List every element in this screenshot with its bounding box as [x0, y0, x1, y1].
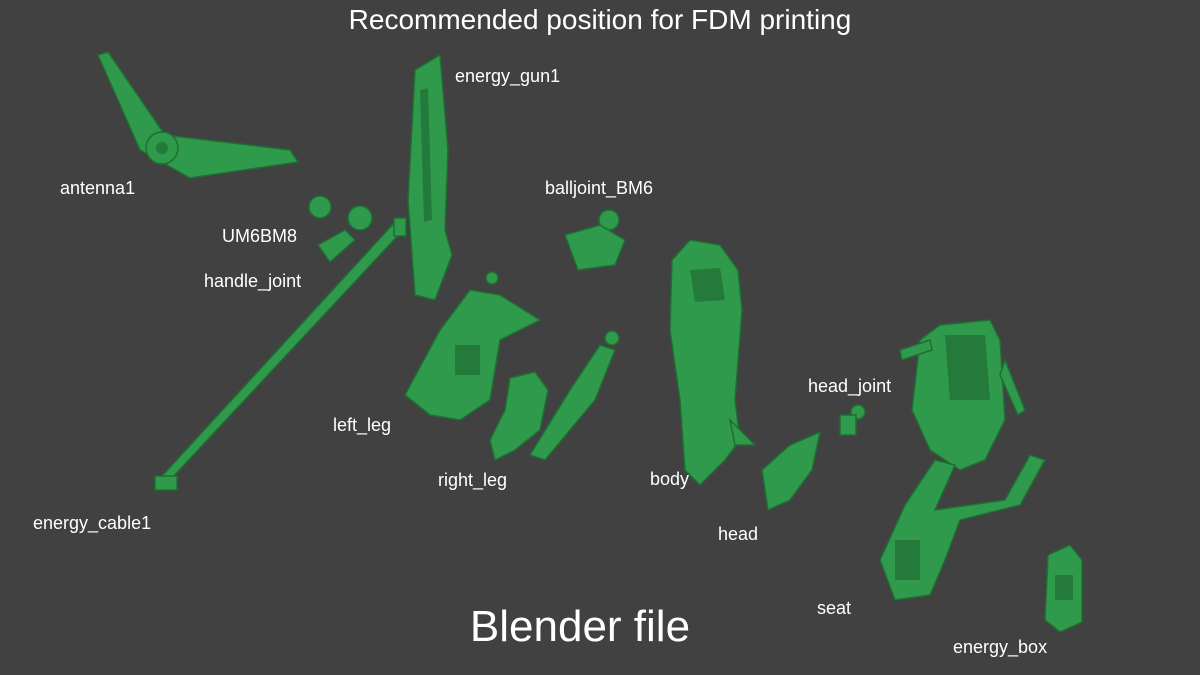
label-balljoint-bm6: balljoint_BM6	[545, 178, 654, 198]
label-head-joint: head_joint	[808, 376, 892, 396]
part-body	[669, 239, 757, 487]
label-energy-gun1: energy_gun1	[455, 66, 561, 86]
part-energy-cable1	[154, 217, 407, 491]
label-handle-joint: handle_joint	[204, 271, 302, 291]
part-left-leg	[404, 271, 542, 421]
label-energy-box: energy_box	[953, 637, 1048, 657]
part-energy-gun1	[407, 53, 453, 301]
part-seat	[879, 319, 1047, 601]
part-energy-box	[1044, 544, 1083, 633]
footer-caption: Blender file	[469, 602, 691, 651]
label-seat: seat	[817, 598, 852, 618]
label-um6bm8: UM6BM8	[222, 226, 298, 246]
part-balljoint-bm6	[564, 209, 626, 271]
part-right-leg	[489, 330, 620, 462]
label-energy-cable1: energy_cable1	[33, 513, 152, 533]
part-head	[761, 430, 822, 512]
label-body: body	[650, 469, 690, 489]
part-head-joint	[839, 404, 866, 436]
label-antenna1: antenna1	[60, 178, 136, 198]
label-left-leg: left_leg	[333, 415, 392, 435]
label-right-leg: right_leg	[438, 470, 508, 490]
part-antenna1	[96, 51, 300, 179]
page-title: Recommended position for FDM printing	[348, 4, 852, 35]
label-head: head	[718, 524, 759, 544]
part-um6bm8	[308, 195, 373, 264]
